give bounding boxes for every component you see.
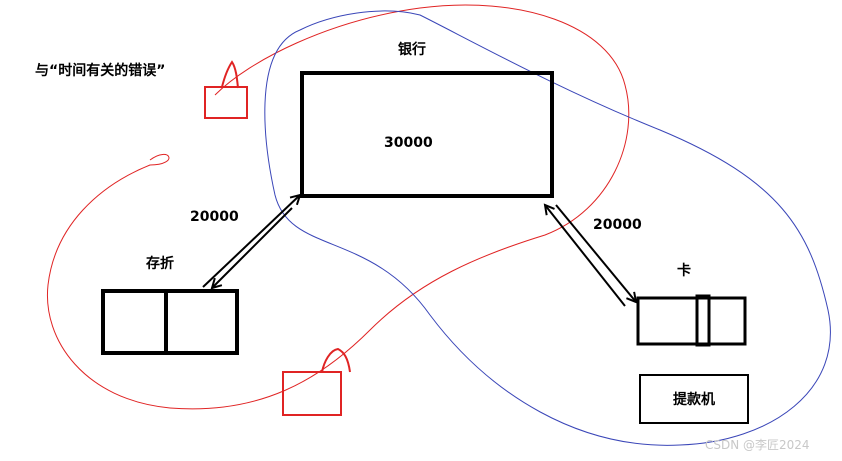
lock-icon — [282, 347, 351, 416]
lock-icon — [204, 60, 248, 119]
card-label: 卡 — [677, 262, 691, 279]
atm-label: 提款机 — [673, 391, 715, 408]
card-box — [636, 296, 747, 346]
passbook-transfer-amount: 20000 — [190, 209, 239, 225]
arrow-bank-passbook — [212, 207, 293, 288]
arrow-bank-card — [555, 204, 636, 302]
title-note: 与“时间有关的错误” — [35, 62, 165, 79]
atm-box — [639, 374, 749, 424]
card-transfer-amount: 20000 — [593, 217, 642, 233]
blue-boundary — [264, 10, 831, 446]
passbook-label: 存折 — [146, 255, 174, 272]
passbook-box — [101, 289, 239, 355]
bank-amount: 30000 — [384, 135, 433, 151]
arrow-card-bank — [545, 205, 626, 307]
arrow-passbook-bank — [202, 195, 300, 288]
bank-label: 银行 — [398, 41, 426, 58]
bank-box — [300, 71, 554, 198]
watermark: CSDN @李匠2024 — [705, 437, 810, 452]
red-boundary — [46, 4, 630, 410]
card-chip — [695, 294, 711, 347]
